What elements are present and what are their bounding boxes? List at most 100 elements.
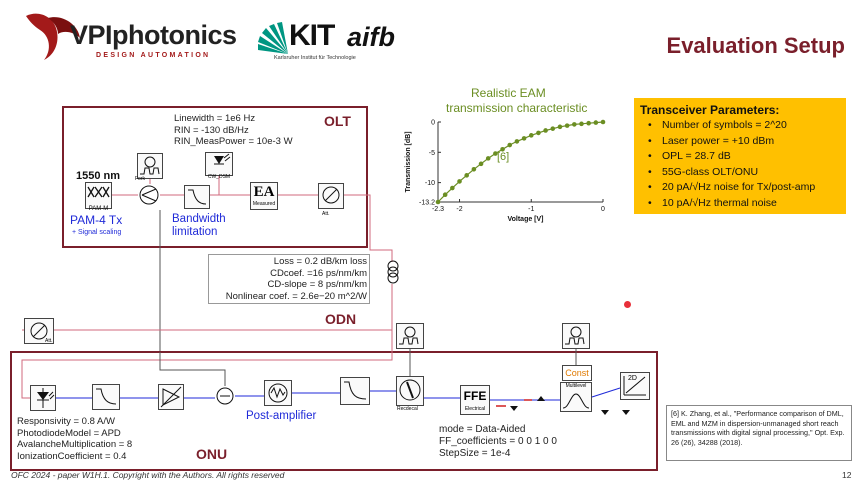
x-axis-label: Voltage [V] xyxy=(507,216,543,223)
footer-copyright: OFC 2024 - paper W1H.1. Copyright with t… xyxy=(11,470,285,480)
fork-icon[interactable] xyxy=(138,184,160,206)
olt-label: OLT xyxy=(324,113,351,129)
odn-label: ODN xyxy=(325,311,357,327)
bullet-icon: • xyxy=(648,150,652,162)
page-title: Evaluation Setup xyxy=(666,33,845,58)
eam-title-line1: Realistic EAM xyxy=(471,86,546,100)
params-item-text: Number of symbols = 2^20 xyxy=(662,119,787,131)
eam-data-point xyxy=(586,120,591,126)
eam-data-point xyxy=(528,133,534,138)
vpi-logo-mark xyxy=(26,13,80,60)
olt-attenuator-block[interactable] xyxy=(318,183,344,209)
eam-data-point xyxy=(500,146,505,152)
ffe-param-0: mode = Data-Aided xyxy=(439,424,526,435)
bullet-icon: • xyxy=(648,181,652,193)
bw-filter-block[interactable] xyxy=(184,185,210,209)
params-item: •OPL = 28.7 dB xyxy=(640,149,840,165)
params-item-text: Laser power = +10 dBm xyxy=(662,134,775,147)
transceiver-params-box: Transceiver Parameters: •Number of symbo… xyxy=(634,98,846,214)
pd-param-0: Responsivity = 0.8 A/W xyxy=(17,416,115,427)
tx-label: PAM-4 Tx xyxy=(70,213,123,227)
fiber-param-1: CDcoef. =16 ps/nm/km xyxy=(270,267,367,279)
params-item: • Laser power = +10 dBm xyxy=(640,134,840,150)
eam-data-point xyxy=(572,122,577,127)
params-item: • 20 pA/√Hz noise for Tx/post-amp xyxy=(640,180,840,196)
pd-param-1: PhotodiodeModel = APD xyxy=(17,427,121,439)
eam-data-point xyxy=(564,123,570,128)
tx-sub-label: + Signal scaling xyxy=(72,229,122,236)
ffe-param-1: FF_coefficients = 0 0 1 0 0 xyxy=(439,436,557,447)
pd-param-2: AvalancheMultiplication = 8 xyxy=(17,439,133,450)
eam-ref-label: [6] xyxy=(497,151,510,163)
params-item: •55G-class OLT/ONU xyxy=(640,165,840,181)
photodiode-block[interactable] xyxy=(30,385,56,411)
params-item: •10 pA/√Hz thermal noise xyxy=(640,196,840,212)
noise-source-block[interactable] xyxy=(264,380,292,406)
amplifier-block[interactable] xyxy=(158,384,184,410)
x-tick-label: -1 xyxy=(528,206,534,213)
ea-sub-label: Measured xyxy=(252,201,276,207)
bullet-icon: • xyxy=(648,119,652,131)
laser-param-1: RIN = -130 dB/Hz xyxy=(174,124,249,136)
kit-subtitle: Karlsruher Institut für Technologie xyxy=(274,55,356,61)
x-tick-label: 0 xyxy=(601,206,605,213)
subtractor-icon[interactable] xyxy=(215,386,235,406)
ffe-block[interactable]: FFE Electrical xyxy=(460,385,490,415)
onu-filter2-block[interactable] xyxy=(340,377,370,405)
eam-data-point xyxy=(493,151,498,156)
eam-data-point xyxy=(543,128,548,133)
recdecal-block[interactable] xyxy=(396,376,424,406)
y-tick-label: 0 xyxy=(431,120,435,127)
scope-onu-block[interactable] xyxy=(562,323,590,349)
ffe-sub-label: Electrical xyxy=(464,406,486,412)
const-block[interactable]: Const xyxy=(562,365,592,381)
x-tick-label: -2 xyxy=(456,206,462,213)
eam-data-point xyxy=(579,121,584,127)
fiber-param-0: Loss = 0.2 dB/km loss xyxy=(273,256,367,267)
params-item-text: 10 pA/√Hz thermal noise xyxy=(662,196,777,209)
kit-logo: KIT xyxy=(289,19,335,52)
eam-data-point xyxy=(536,130,541,136)
scope-odn-block[interactable] xyxy=(396,323,424,349)
onu-box xyxy=(10,351,658,471)
kit-logo-mark xyxy=(258,22,288,54)
fork-label: Fork xyxy=(135,176,145,182)
eam-data-point xyxy=(593,120,599,125)
bullet-icon: • xyxy=(648,165,652,178)
reference-box: [6] K. Zhang, et al., "Performance compa… xyxy=(666,405,852,461)
y-axis-label: Transmission [dB] xyxy=(405,131,412,192)
y-tick-label: -5 xyxy=(429,150,435,157)
eam-data-point xyxy=(514,139,520,144)
bullet-icon: • xyxy=(648,134,652,147)
vpi-tagline: DESIGN AUTOMATION xyxy=(96,52,211,59)
y-tick-label: -13.2 xyxy=(419,200,435,207)
recdecal-label: Recdecal xyxy=(397,406,418,412)
ea-modulator-block[interactable]: EA Measured xyxy=(250,182,278,210)
eam-data-point xyxy=(507,142,513,148)
multilevel-block[interactable]: Multilevel xyxy=(560,382,592,412)
fiber-param-2: CD-slope = 8 ps/nm/km xyxy=(267,279,367,290)
laser-param-2: RIN_MeasPower = 10e-3 W xyxy=(174,136,293,147)
odn-attenuator-block[interactable] xyxy=(24,318,54,344)
fiber-spool-icon[interactable] xyxy=(385,260,401,284)
pd-param-3: IonizationCoefficient = 0.4 xyxy=(17,450,127,462)
postamp-label: Post-amplifier xyxy=(246,410,317,422)
params-item-text: 20 pA/√Hz noise for Tx/post-amp xyxy=(662,181,816,193)
eam-data-point xyxy=(471,166,477,172)
ffe-param-2: StepSize = 1e-4 xyxy=(439,448,511,459)
scope-olt-block[interactable] xyxy=(137,153,163,179)
x-tick-label: -2.3 xyxy=(432,206,444,213)
eam-data-point xyxy=(600,119,606,125)
ber-2d-block[interactable] xyxy=(620,372,650,400)
eam-data-point xyxy=(550,126,556,131)
onu-filter-block[interactable] xyxy=(92,384,120,410)
vpi-logo: VPIphotonics xyxy=(70,20,237,50)
eam-data-point xyxy=(521,136,527,141)
pam-m-block[interactable]: PAM-M xyxy=(85,182,112,212)
eam-data-point xyxy=(464,173,469,178)
eam-data-point xyxy=(478,161,484,167)
ffe-label: FFE xyxy=(463,389,487,403)
laser-param-0: Linewidth = 1e6 Hz xyxy=(174,113,256,124)
pam-m-label: PAM-M xyxy=(88,206,109,212)
